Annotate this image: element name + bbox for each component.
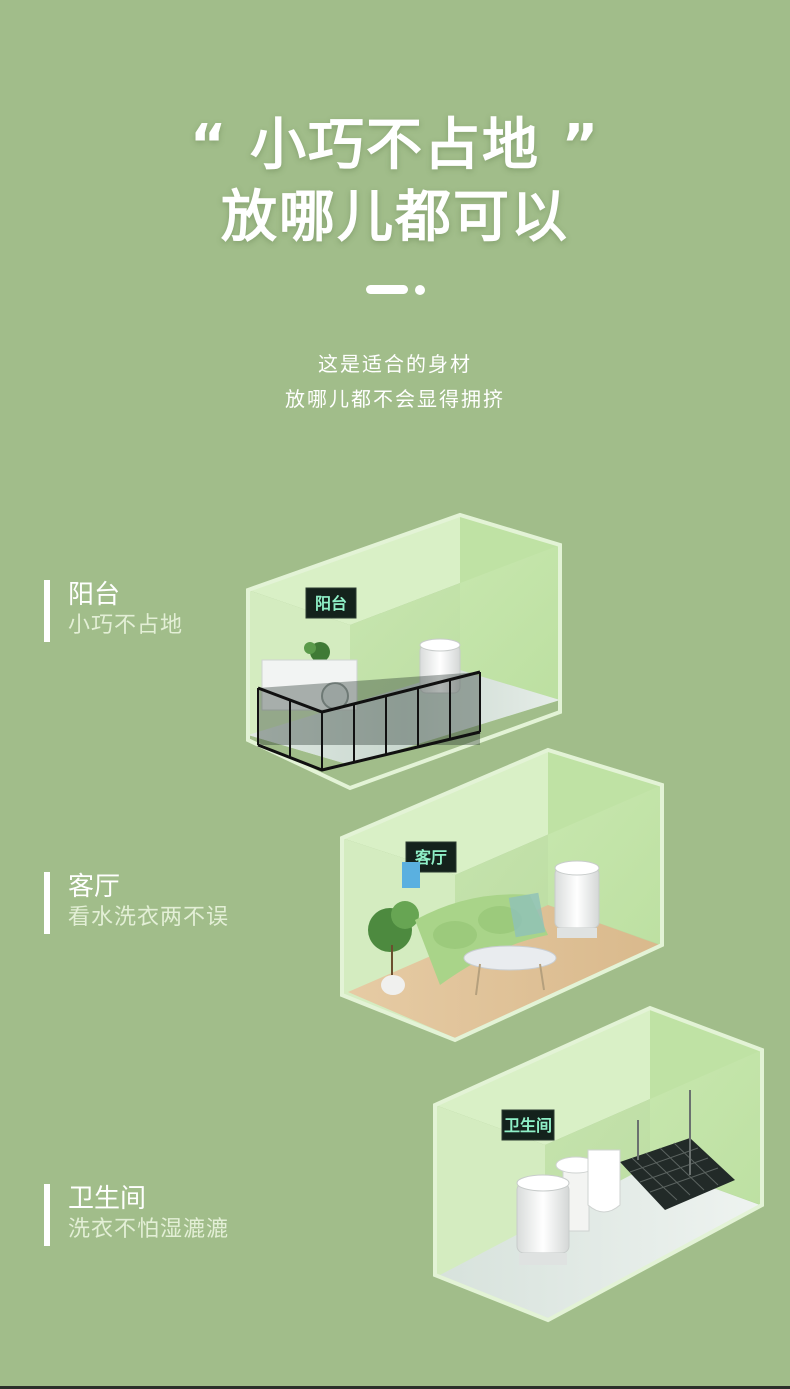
room-subtitle: 洗衣不怕湿漉漉 (68, 1217, 230, 1242)
subtext-line-2: 放哪儿都不会显得拥挤 (285, 387, 505, 411)
room-subtitle: 看水洗衣两不误 (68, 905, 230, 930)
headline-line-2: 放哪儿都可以 (221, 185, 569, 250)
bathroom-scene: 卫生间 (433, 1005, 764, 1323)
room-subtitle: 小巧不占地 (68, 613, 184, 638)
headline-line-1: “ 小巧不占地 ” (189, 113, 601, 178)
divider-bar (366, 285, 408, 294)
subtext-line-1: 这是适合的身材 (318, 352, 472, 376)
room-label-balcony: 阳台 小巧不占地 (44, 580, 183, 642)
room-title: 卫生间 (68, 1184, 147, 1214)
sign-bathroom: 卫生间 (504, 1116, 552, 1135)
room-title: 客厅 (68, 872, 121, 902)
sign-living-room: 客厅 (415, 848, 447, 867)
room-title: 阳台 (68, 580, 121, 610)
balcony-scene: 阳台 (246, 512, 562, 791)
living-room-scene: 客厅 (340, 747, 664, 1043)
room-label-bathroom: 卫生间 洗衣不怕湿漉漉 (44, 1184, 229, 1246)
sign-balcony: 阳台 (315, 594, 347, 613)
divider-dot (415, 285, 425, 295)
room-label-living-room: 客厅 看水洗衣两不误 (44, 872, 229, 934)
